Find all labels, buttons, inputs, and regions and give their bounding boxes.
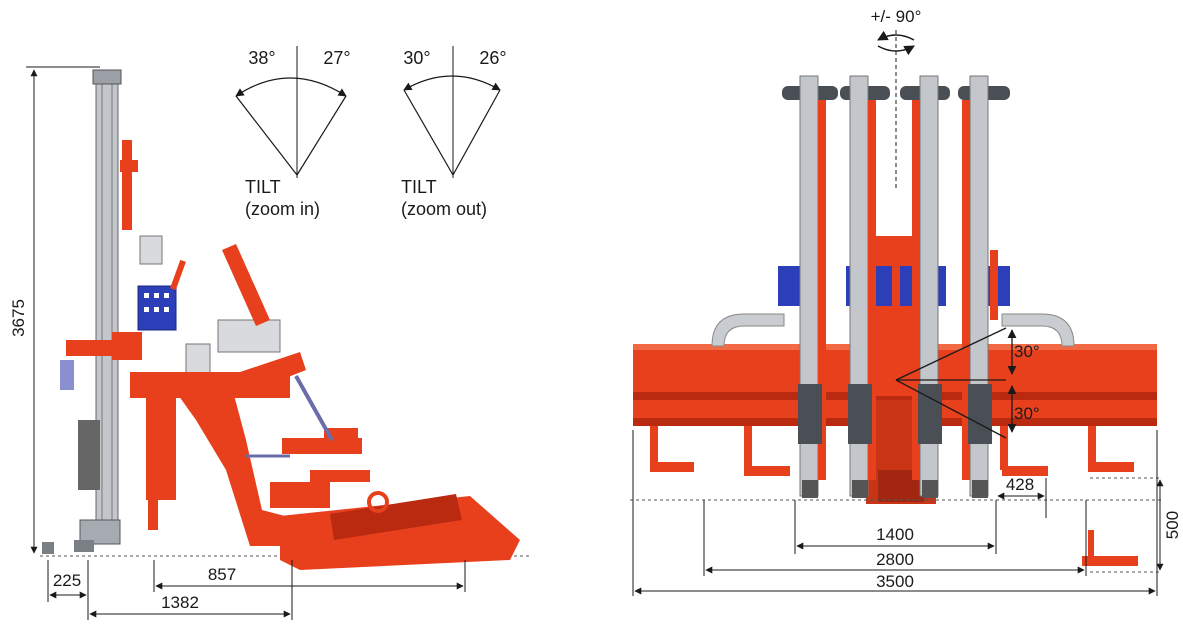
rotation-label: +/- 90° [871, 7, 922, 26]
rotation-arrow-icon [877, 30, 915, 190]
front-horizontal-dims [632, 430, 1164, 596]
tilt-out-label-2: (zoom out) [401, 199, 487, 219]
front-chassis [633, 236, 1157, 566]
tilt-in-right-angle: 27° [323, 48, 350, 68]
side-mast [42, 69, 138, 554]
tilt-out-right-angle: 26° [479, 48, 506, 68]
front-angle-indicator [895, 327, 1017, 439]
tilt-out-label-1: TILT [401, 177, 437, 197]
dim-225-label: 225 [53, 571, 81, 590]
front-view: +/- 90° [630, 7, 1182, 596]
side-cylinder [294, 375, 334, 441]
dim-3500-label: 3500 [876, 572, 914, 591]
angle-upper-label: 30° [1014, 342, 1040, 361]
tilt-in-left-angle: 38° [248, 48, 275, 68]
front-masts [782, 75, 1010, 498]
dim-428-label: 428 [1006, 475, 1034, 494]
dim-857-label: 857 [208, 565, 236, 584]
side-view: 3675 225 857 1382 38° 27° TILT (zoom in) [9, 46, 530, 620]
dim-3675-label: 3675 [9, 299, 28, 337]
dim-1382-label: 1382 [161, 593, 199, 612]
tilt-in-label-2: (zoom in) [245, 199, 320, 219]
side-horizontal-dims [47, 560, 466, 620]
tilt-zoom-in-diagram: 38° 27° TILT (zoom in) [235, 46, 351, 219]
side-valve-box [139, 235, 163, 265]
side-cabinet [217, 319, 281, 353]
tilt-zoom-out-diagram: 30° 26° TILT (zoom out) [401, 46, 507, 219]
angle-lower-label: 30° [1014, 404, 1040, 423]
side-boom [66, 244, 520, 570]
dim-500-label: 500 [1163, 511, 1182, 539]
dim-3675: 3675 [9, 66, 100, 554]
dim-2800-label: 2800 [876, 550, 914, 569]
tilt-in-label-1: TILT [245, 177, 281, 197]
dim-1400-label: 1400 [876, 525, 914, 544]
tilt-out-left-angle: 30° [403, 48, 430, 68]
